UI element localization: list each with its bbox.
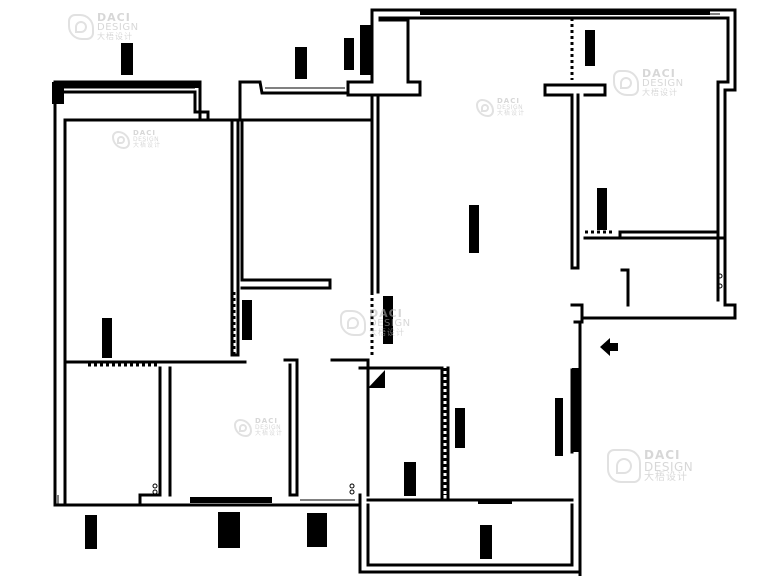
dimension-markers: [85, 30, 607, 559]
wall-top-right-inner: [378, 16, 730, 302]
watermark-logo: DACI DESIGN 大梧设计: [607, 449, 693, 483]
watermark-line1: DACI: [97, 11, 131, 24]
socket-icon: [152, 273, 723, 495]
logo-icon: [476, 98, 494, 117]
watermark-line2: DESIGN: [97, 22, 139, 33]
watermark-logo: DACI DESIGN 大梧设计: [112, 130, 161, 149]
wall-top-right: [370, 8, 737, 324]
wall-balcony: [358, 503, 582, 574]
logo-icon: [613, 69, 639, 96]
dashed-walls: [88, 18, 615, 495]
logo-icon: [607, 449, 641, 483]
logo-icon: [340, 309, 366, 336]
wall-closet: [620, 268, 630, 307]
watermark-logo: DACI DESIGN 大梧设计: [234, 418, 283, 437]
window-bars: [52, 10, 710, 503]
watermark-logo: DACI DESIGN 大梧设计: [340, 308, 411, 337]
wall-nub: [570, 303, 584, 324]
watermark-logo: DACI DESIGN 大梧设计: [613, 68, 684, 97]
wall-left-inner-top: [60, 90, 210, 122]
wall-bedroom-divider: [543, 83, 607, 270]
watermark-line3: 大梧设计: [97, 32, 133, 41]
logo-icon: [234, 418, 252, 437]
wall-lower-g: [358, 366, 444, 502]
wall-left-room-right-2: [240, 118, 332, 290]
wall-lower-d: [283, 358, 299, 497]
wall-lower-a: [138, 366, 162, 507]
wall-lower-e: [330, 358, 370, 497]
wall-left-top: [346, 8, 422, 97]
wall-balcony-inner: [366, 503, 574, 567]
logo-icon: [112, 130, 130, 149]
entry-arrow-icon: [600, 338, 618, 356]
watermark-logo: DACI DESIGN 大梧设计: [476, 98, 525, 117]
logo-icon: [68, 13, 94, 40]
wall-left-room-right: [230, 118, 240, 357]
watermark-logo: DACI DESIGN 大梧设计: [68, 12, 139, 41]
door-swing-icon: [368, 370, 385, 388]
wall-bedroom-bottom-2: [618, 230, 720, 240]
wall-left-outer: [53, 80, 347, 122]
